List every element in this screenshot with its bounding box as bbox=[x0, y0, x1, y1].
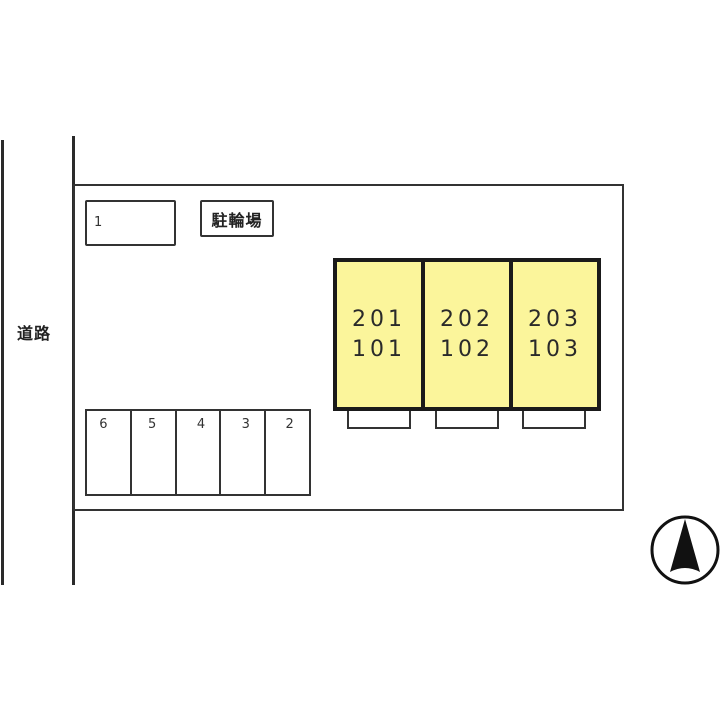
parking-slot-2: 2 bbox=[264, 409, 311, 496]
entrance-porch-2 bbox=[435, 411, 499, 429]
unit-203-103: 203 103 bbox=[509, 258, 601, 411]
unit-202-102: 202 102 bbox=[421, 258, 509, 411]
parking-slot-1: 1 bbox=[85, 200, 176, 246]
parking-slot-number: 4 bbox=[196, 417, 206, 432]
parking-slot-4: 4 bbox=[174, 409, 220, 496]
road-label: 道路 bbox=[17, 324, 52, 343]
parking-slot-5: 5 bbox=[129, 409, 175, 496]
entrance-porch-3 bbox=[522, 411, 586, 429]
unit-upper-number: 203 bbox=[528, 306, 582, 332]
unit-lower-number: 102 bbox=[440, 336, 494, 362]
building: 201 101 202 102 203 103 bbox=[333, 258, 601, 411]
parking-slot-6: 6 bbox=[85, 409, 130, 496]
entrance-porch-1 bbox=[347, 411, 411, 429]
parking-slot-number: 2 bbox=[285, 417, 294, 432]
unit-upper-number: 201 bbox=[352, 306, 406, 332]
parking-row: 6 5 4 3 2 bbox=[85, 409, 311, 496]
parking-slot-3: 3 bbox=[219, 409, 265, 496]
unit-lower-number: 103 bbox=[528, 336, 582, 362]
unit-lower-number: 101 bbox=[352, 336, 406, 362]
bicycle-parking: 駐輪場 bbox=[200, 200, 274, 237]
bicycle-parking-label: 駐輪場 bbox=[211, 210, 263, 230]
parking-slot-number: 1 bbox=[94, 215, 103, 230]
parking-slot-number: 5 bbox=[148, 417, 157, 432]
unit-upper-number: 202 bbox=[440, 306, 494, 332]
north-arrow-icon bbox=[649, 514, 720, 586]
road-edge-line-left bbox=[1, 140, 4, 585]
parking-slot-number: 3 bbox=[241, 417, 250, 432]
unit-201-101: 201 101 bbox=[333, 258, 421, 411]
parking-slot-number: 6 bbox=[99, 417, 108, 432]
